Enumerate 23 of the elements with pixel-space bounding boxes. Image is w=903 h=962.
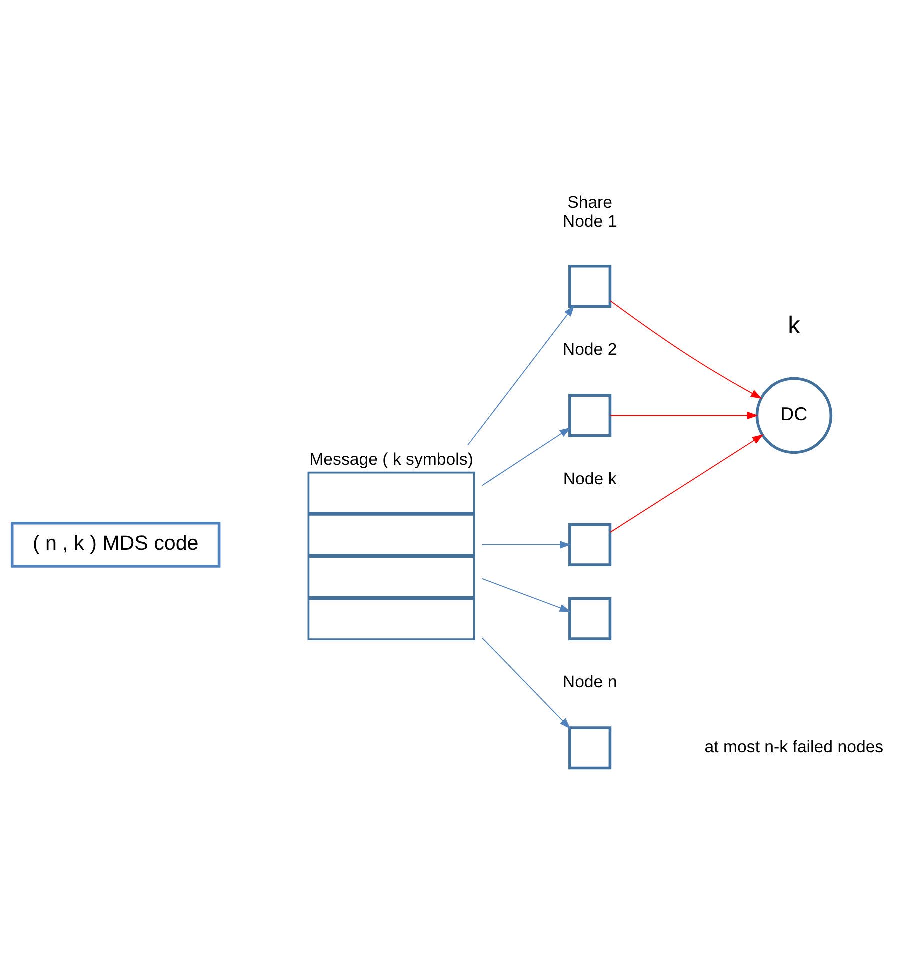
node-box [568,522,612,566]
node-label: Node k [563,468,617,488]
node-box [568,726,612,770]
node-label: Message ( k symbols) [310,449,474,468]
node-circle: DC [756,376,833,454]
arrow [482,540,572,548]
arrow [610,434,764,533]
label: k [788,312,800,340]
arrow [610,411,758,420]
arrow [468,305,575,446]
arrow [482,427,572,486]
node-box: ( n , k ) MDS code [10,522,221,568]
node-label: Share [568,192,613,212]
node-label: Node 1 [562,211,618,230]
node-label: Node n [562,672,618,692]
label: at most n-k failed nodes [704,736,884,756]
node-box [568,264,612,308]
node-box [568,596,612,640]
node-label: Node 2 [562,340,618,359]
node-box [568,394,612,437]
arrow [482,637,571,729]
arrow [482,578,572,612]
arrow [610,300,762,399]
